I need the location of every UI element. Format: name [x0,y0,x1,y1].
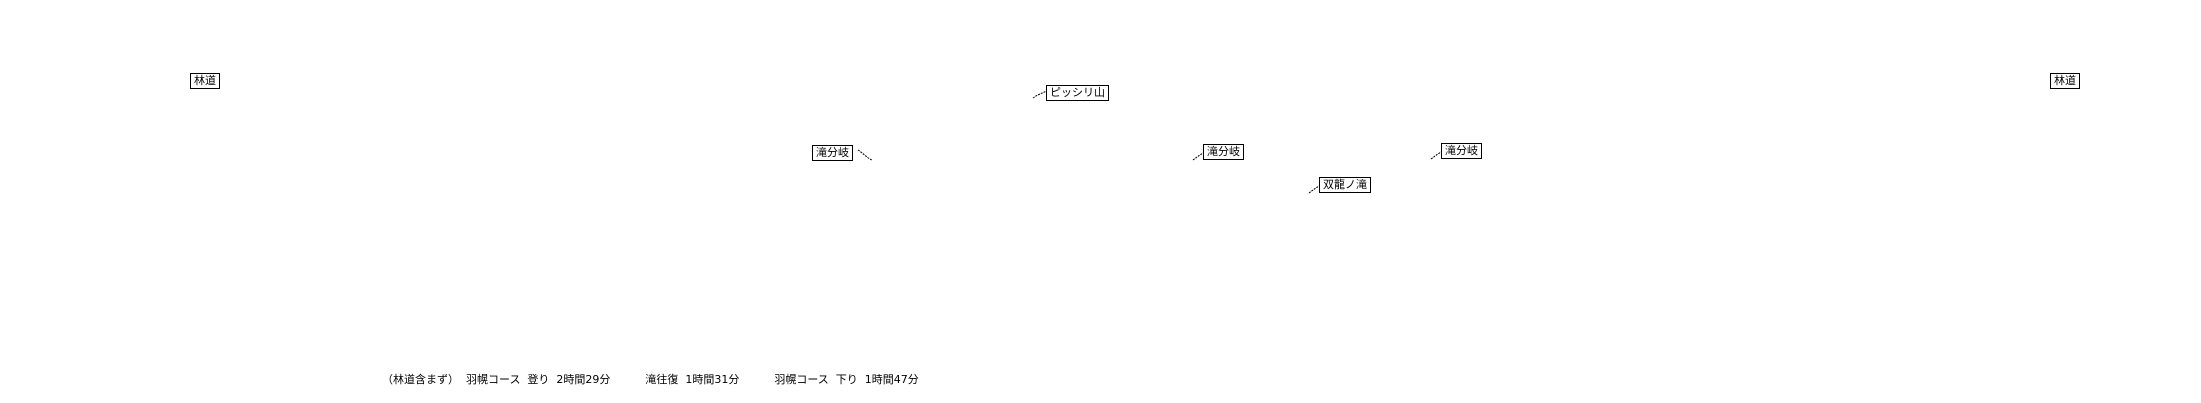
label-rindo-left: 林道 [190,73,220,89]
course-time-summary: （林道含まず） 羽幌コース 登り 2時間29分 滝往復 1時間31分 羽幌コース… [382,373,919,386]
label-soryu-no-taki: 双龍ノ滝 [1319,177,1371,193]
label-takibunki-3: 滝分岐 [1441,143,1482,159]
label-takibunki-2: 滝分岐 [1203,144,1244,160]
label-takibunki-1: 滝分岐 [812,145,853,161]
label-pisshiri-yama: ピッシリ山 [1046,85,1109,101]
label-rindo-right: 林道 [2050,73,2080,89]
leader-takibunki-1 [857,149,873,161]
